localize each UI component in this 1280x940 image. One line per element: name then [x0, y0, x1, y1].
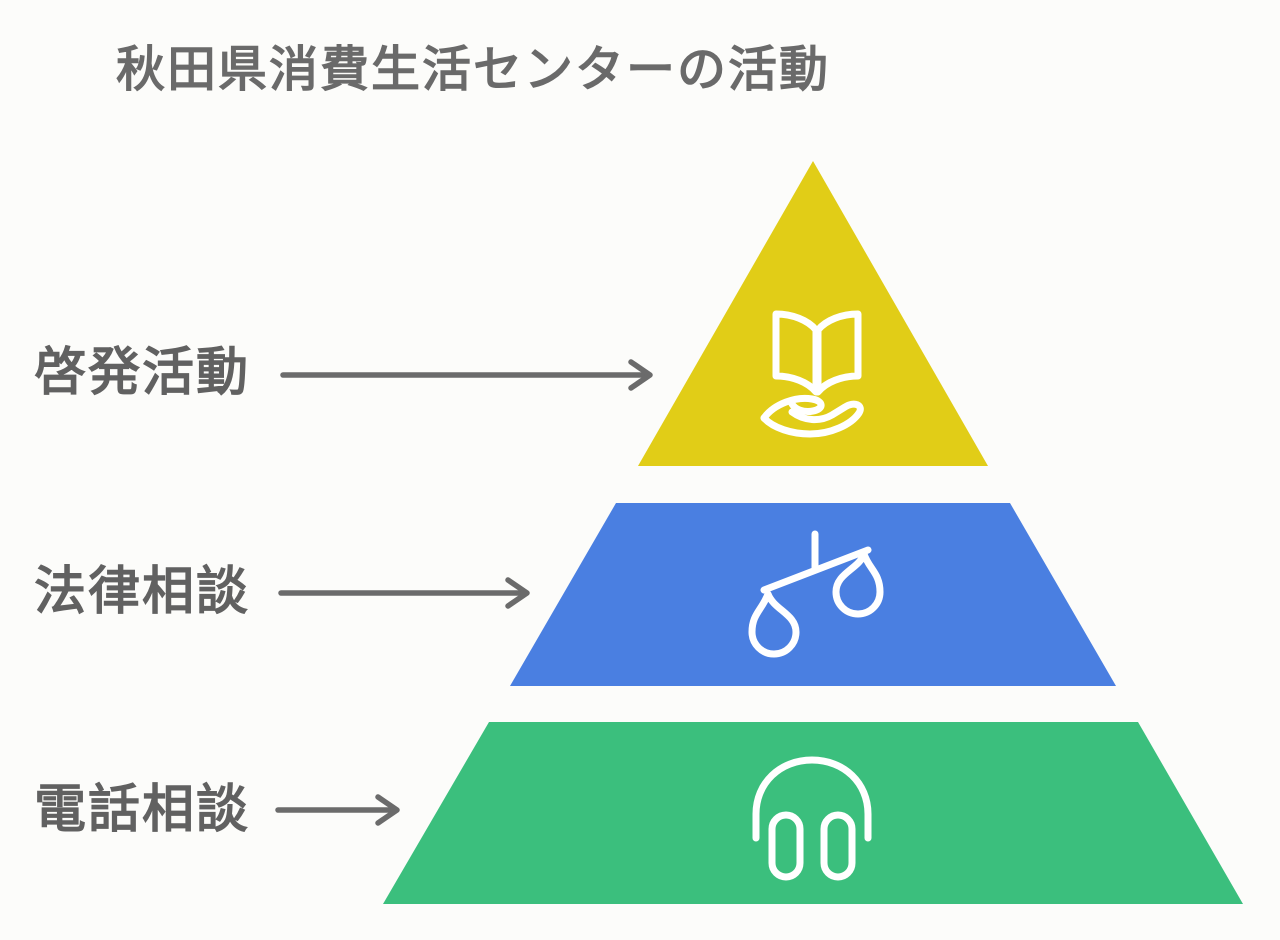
headphones-icon: [752, 756, 872, 881]
page-title: 秋田県消費生活センターの活動: [116, 43, 831, 97]
arrow-awareness: [280, 359, 653, 391]
pyramid-level-middle: [510, 503, 1116, 686]
pyramid-level-bottom: [383, 722, 1243, 904]
balance-scale-icon: [748, 530, 884, 658]
level-label-awareness: 啓発活動: [34, 344, 251, 402]
arrow-legal: [278, 577, 530, 609]
arrow-phone: [275, 794, 400, 826]
level-label-legal: 法律相談: [34, 563, 251, 621]
pyramid-level-top: [638, 161, 988, 466]
book-on-hand-icon: [760, 310, 864, 438]
level-label-phone: 電話相談: [34, 781, 251, 839]
